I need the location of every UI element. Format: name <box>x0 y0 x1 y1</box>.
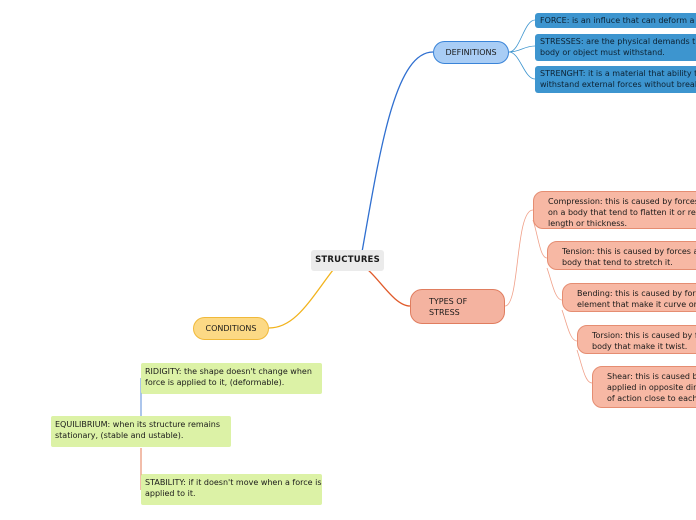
stress-bending-line1: Bending: this is caused by force <box>577 289 696 298</box>
stress-compression[interactable]: Compression: this is caused by forces a … <box>533 191 696 229</box>
definition-force-text: FORCE: is an influce that can deform a b… <box>540 16 696 25</box>
stress-tension-line1: Tension: this is caused by forces ac <box>562 247 696 256</box>
condition-ridigity-line2: force is applied to it, (deformable). <box>145 378 285 387</box>
stress-tension[interactable]: Tension: this is caused by forces ac bod… <box>547 241 696 270</box>
stress-shear[interactable]: Shear: this is caused by applied in oppo… <box>592 366 696 408</box>
connector-def-2 <box>508 45 536 53</box>
stress-compression-line3: length or thickness. <box>548 219 628 228</box>
condition-ridigity[interactable]: RIDIGITY: the shape doesn't change when … <box>141 363 322 394</box>
connector-definitions <box>361 51 434 253</box>
connector-conditions <box>268 269 334 329</box>
stress-compression-line1: Compression: this is caused by forces a <box>548 197 696 206</box>
conditions-node[interactable]: CONDITIONS <box>193 317 269 340</box>
stress-shear-line1: Shear: this is caused by <box>607 372 696 381</box>
central-topic[interactable]: STRUCTURES <box>311 250 384 271</box>
stress-torsion-line2: body that make it twist. <box>592 342 688 351</box>
condition-stability[interactable]: STABILITY: if it doesn't move when a for… <box>141 474 322 505</box>
stress-tension-line2: body that tend to stretch it. <box>562 258 673 267</box>
connector-stress-5 <box>576 349 593 384</box>
types-of-stress-label-line2: STRESS <box>429 307 460 317</box>
condition-ridigity-line1: RIDIGITY: the shape doesn't change when <box>145 367 312 376</box>
definition-force[interactable]: FORCE: is an influce that can deform a b… <box>535 13 696 28</box>
central-topic-label: STRUCTURES <box>315 255 380 265</box>
connector-types <box>367 269 411 307</box>
connector-stress-1 <box>504 209 534 307</box>
stress-shear-line2: applied in opposite dire <box>607 383 696 392</box>
stress-torsion[interactable]: Torsion: this is caused by fo body that … <box>577 325 696 354</box>
definition-stresses-line2: body or object must withstand. <box>540 48 665 57</box>
stress-torsion-line1: Torsion: this is caused by fo <box>592 331 696 340</box>
stress-shear-line3: of action close to each <box>607 394 696 403</box>
condition-stability-line2: applied to it. <box>145 489 196 498</box>
definition-strength-line2: withstand external forces without breaki <box>540 80 696 89</box>
connector-def-1 <box>508 19 536 53</box>
condition-equilibrium-line1: EQUILIBRIUM: when its structure remains <box>55 420 221 429</box>
definition-stresses[interactable]: STRESSES: are the physical demands that … <box>535 34 696 61</box>
condition-stability-line1: STABILITY: if it doesn't move when a for… <box>145 478 322 487</box>
types-of-stress-node[interactable]: TYPES OF STRESS <box>410 289 505 324</box>
definition-strength-line1: STRENGHT: it is a material that ability … <box>540 69 696 78</box>
types-of-stress-label-line1: TYPES OF <box>429 296 468 306</box>
definition-stresses-line1: STRESSES: are the physical demands that <box>540 37 696 46</box>
definitions-label: DEFINITIONS <box>445 48 497 57</box>
connector-stress-4 <box>561 309 578 342</box>
stress-compression-line2: on a body that tend to flatten it or red… <box>548 208 696 217</box>
connector-def-3 <box>508 51 536 80</box>
condition-equilibrium[interactable]: EQUILIBRIUM: when its structure remains … <box>51 416 231 447</box>
definition-strength[interactable]: STRENGHT: it is a material that ability … <box>535 66 696 93</box>
stress-bending[interactable]: Bending: this is caused by force element… <box>562 283 696 312</box>
connector-stress-3 <box>546 267 563 301</box>
condition-equilibrium-line2: stationary, (stable and ustable). <box>55 431 184 440</box>
definitions-node[interactable]: DEFINITIONS <box>433 41 509 64</box>
stress-bending-line2: element that make it curve or b <box>577 300 696 309</box>
conditions-label: CONDITIONS <box>205 324 257 333</box>
